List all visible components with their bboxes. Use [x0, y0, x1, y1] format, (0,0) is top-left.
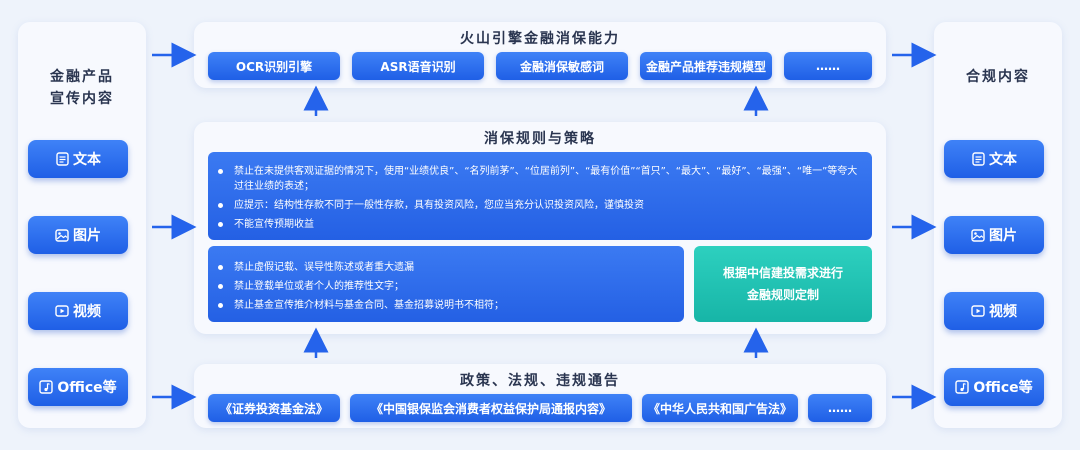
rule-item: 禁止登载单位或者个人的推荐性文字； — [208, 279, 684, 294]
custom-rule-line1: 根据中信建投需求进行 — [722, 266, 843, 280]
compliant-video-label: 视频 — [989, 304, 1017, 320]
engine-chip-more[interactable]: …… — [784, 52, 872, 80]
policy-chip-advertising-law[interactable]: 《中华人民共和国广告法》 — [642, 394, 798, 422]
custom-rule-line2: 金融规则定制 — [746, 288, 819, 302]
source-text-button[interactable]: 文本 — [28, 140, 128, 178]
rules-panel: 消保规则与策略 禁止在未提供客观证据的情况下，使用“业绩优良”、“名列前茅”、“… — [194, 122, 886, 334]
source-text-label: 文本 — [73, 152, 101, 168]
image-icon — [971, 228, 985, 242]
document-icon — [55, 152, 69, 166]
compliant-office-label: Office等 — [973, 380, 1033, 396]
source-image-label: 图片 — [73, 228, 101, 244]
video-icon — [55, 304, 69, 318]
rule-item: 应提示：结构性存款不同于一般性存款，具有投资风险，您应当充分认识投资风险，谨慎投… — [208, 198, 858, 213]
rule-group-fund: 禁止虚假记载、误导性陈述或者重大遗漏 禁止登载单位或者个人的推荐性文字； 禁止基… — [208, 246, 684, 322]
compliant-video-button[interactable]: 视频 — [944, 292, 1044, 330]
document-icon — [971, 152, 985, 166]
source-content-title-line2: 宣传内容 — [50, 91, 114, 107]
rules-title: 消保规则与策略 — [484, 131, 596, 147]
engine-panel: 火山引擎金融消保能力 OCR识别引擎 ASR语音识别 金融消保敏感词 金融产品推… — [194, 22, 886, 88]
rule-group-advertising: 禁止在未提供客观证据的情况下，使用“业绩优良”、“名列前茅”、“位居前列”、“最… — [208, 152, 872, 240]
compliant-office-button[interactable]: Office等 — [944, 368, 1044, 406]
music-file-icon — [955, 380, 970, 394]
custom-rule-box: 根据中信建投需求进行 金融规则定制 — [694, 246, 872, 322]
source-content-panel: 金融产品 宣传内容 文本 图片 视频 Office等 — [18, 22, 146, 428]
rule-item: 禁止基金宣传推介材料与基金合同、基金招募说明书不相符； — [208, 298, 684, 313]
image-icon — [55, 228, 69, 242]
source-office-label: Office等 — [57, 380, 117, 396]
compliant-content-panel: 合规内容 文本 图片 视频 Office等 — [934, 22, 1062, 428]
engine-chip-asr[interactable]: ASR语音识别 — [352, 52, 484, 80]
engine-title: 火山引擎金融消保能力 — [460, 31, 620, 47]
rule-item: 禁止虚假记载、误导性陈述或者重大遗漏 — [208, 260, 684, 275]
compliant-content-title: 合规内容 — [966, 69, 1030, 85]
compliant-image-label: 图片 — [989, 228, 1017, 244]
source-content-title-line1: 金融产品 — [50, 69, 114, 85]
rule-item: 不能宣传预期收益 — [208, 217, 858, 232]
rule-item: 禁止在未提供客观证据的情况下，使用“业绩优良”、“名列前茅”、“位居前列”、“最… — [208, 164, 858, 194]
policy-panel: 政策、法规、违规通告 《证券投资基金法》 《中国银保监会消费者权益保护局通报内容… — [194, 364, 886, 428]
policy-chip-fund-law[interactable]: 《证券投资基金法》 — [208, 394, 340, 422]
compliant-text-button[interactable]: 文本 — [944, 140, 1044, 178]
engine-chip-ocr[interactable]: OCR识别引擎 — [208, 52, 340, 80]
video-icon — [971, 304, 985, 318]
compliant-image-button[interactable]: 图片 — [944, 216, 1044, 254]
engine-chip-violation-model[interactable]: 金融产品推荐违规模型 — [640, 52, 772, 80]
music-file-icon — [39, 380, 54, 394]
source-office-button[interactable]: Office等 — [28, 368, 128, 406]
source-video-label: 视频 — [73, 304, 101, 320]
policy-chip-more[interactable]: …… — [808, 394, 872, 422]
source-image-button[interactable]: 图片 — [28, 216, 128, 254]
source-video-button[interactable]: 视频 — [28, 292, 128, 330]
policy-chip-cbirc-notice[interactable]: 《中国银保监会消费者权益保护局通报内容》 — [350, 394, 632, 422]
engine-chip-sensitive-words[interactable]: 金融消保敏感词 — [496, 52, 628, 80]
source-content-title: 金融产品 宣传内容 — [18, 66, 146, 110]
compliant-text-label: 文本 — [989, 152, 1017, 168]
policy-title: 政策、法规、违规通告 — [460, 373, 620, 389]
